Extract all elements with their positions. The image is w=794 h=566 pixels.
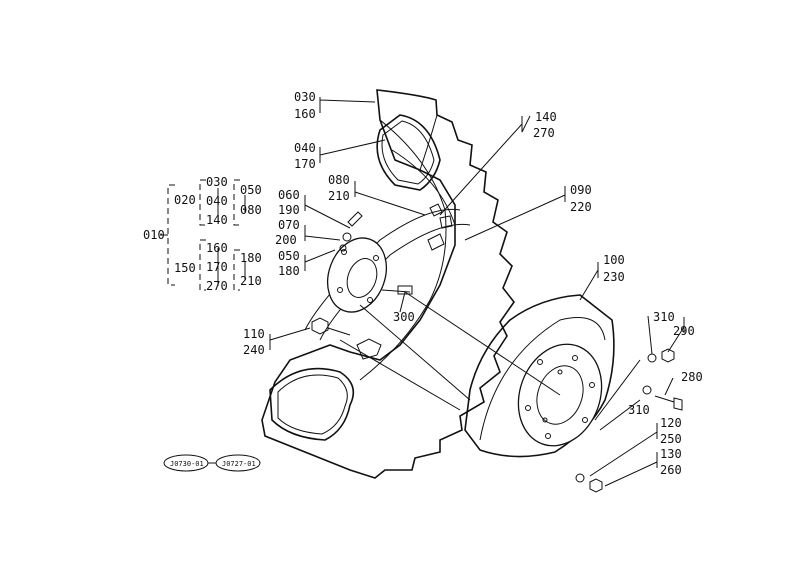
hub-flange [327,237,413,313]
tree-270: 270 [206,279,228,293]
callout-050: 050 [278,249,300,263]
callout-090: 090 [570,183,592,197]
reference-tags [163,454,261,472]
callout-140: 140 [535,110,557,124]
ref-tag-left: J0730-01 [170,460,204,468]
tree-020: 020 [174,193,196,207]
callout-180: 180 [278,264,300,278]
callout-070: 070 [278,218,300,232]
rim [304,208,471,341]
tree-root-010: 010 [143,228,165,242]
tire [261,89,515,479]
leader-lines [269,97,685,487]
callout-280: 280 [681,370,703,384]
callout-120: 120 [660,416,682,430]
callout-170: 170 [294,157,316,171]
callout-270: 270 [533,126,555,140]
callout-240: 240 [243,343,265,357]
tree-080: 080 [240,203,262,217]
tree-180: 180 [240,251,262,265]
tree-210: 210 [240,274,262,288]
tree-040: 040 [206,194,228,208]
callout-190: 190 [278,203,300,217]
callout-310-top: 310 [653,310,675,324]
callout-250: 250 [660,432,682,446]
callout-060: 060 [278,188,300,202]
callout-260: 260 [660,463,682,477]
tree-050: 050 [240,183,262,197]
callout-160: 160 [294,107,316,121]
callout-030: 030 [294,90,316,104]
ref-tag-right: J0727-01 [222,460,256,468]
tree-150: 150 [174,261,196,275]
callout-080: 080 [328,173,350,187]
tree-140: 140 [206,213,228,227]
callout-310-bottom: 310 [628,403,650,417]
callout-220: 220 [570,200,592,214]
callout-230: 230 [603,270,625,284]
callout-100: 100 [603,253,625,267]
inner-tube-upper [376,114,441,191]
wheel-disc [464,294,615,458]
callout-110: 110 [243,327,265,341]
callout-200: 200 [275,233,297,247]
tree-160: 160 [206,241,228,255]
callout-130: 130 [660,447,682,461]
callout-290: 290 [673,324,695,338]
tree-170: 170 [206,260,228,274]
callout-300: 300 [393,310,415,324]
inner-tube-lower [269,367,355,441]
valve-and-fasteners [311,203,683,493]
assembly-tree [160,179,246,291]
tree-030: 030 [206,175,228,189]
callout-040: 040 [294,141,316,155]
callout-210: 210 [328,189,350,203]
callout-labels: 030 160 040 170 080 210 060 190 070 200 … [143,90,703,477]
